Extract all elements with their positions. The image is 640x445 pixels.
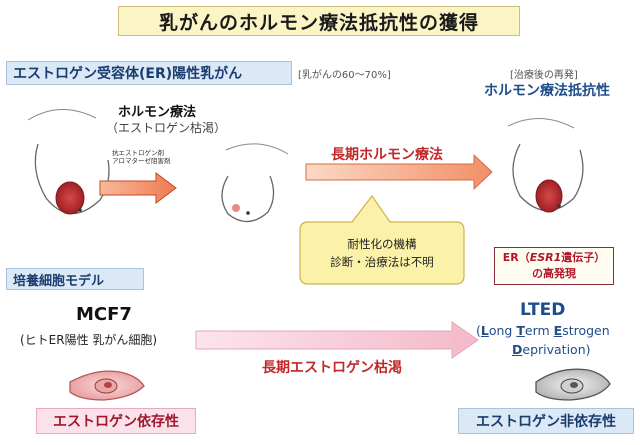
esr1-gene-name: ESR1 xyxy=(529,251,562,264)
drug-label-anti-estrogen: 抗エストロゲン剤 xyxy=(112,149,164,157)
hormone-therapy-subtitle: （エストロゲン枯渇） xyxy=(106,121,227,135)
culture-model-label: 培養細胞モデル xyxy=(6,268,144,290)
breast-illustration-treated xyxy=(221,143,289,223)
esr1-line-1: ER（ESR1遺伝子） xyxy=(495,250,613,266)
estrogen-independent-text: エストロゲン非依存性 xyxy=(476,414,616,430)
lted-expansion-line-1: (Long Term Estrogen xyxy=(476,323,610,338)
tumor-large-initial xyxy=(55,181,85,215)
hormone-therapy-title: ホルモン療法 xyxy=(118,105,197,120)
lted-expansion-line-2: Deprivation) xyxy=(512,342,591,357)
lted-name: LTED xyxy=(520,300,566,320)
breast-illustration-recurrence xyxy=(507,117,584,213)
slide-title-text: 乳がんのホルモン療法抵抗性の獲得 xyxy=(158,11,479,34)
estrogen-independent-box: エストロゲン非依存性 xyxy=(458,408,634,434)
culture-model-label-text: 培養細胞モデル xyxy=(13,273,105,289)
esr1-suffix: 遺伝子） xyxy=(561,251,606,264)
mcf7-description: (ヒトER陽性 乳がん細胞) xyxy=(20,333,158,347)
arrow-estrogen-deprivation xyxy=(195,321,479,359)
lted-cell-illustration xyxy=(535,368,611,401)
er-positive-label: エストロゲン受容体(ER)陽性乳がん xyxy=(6,61,292,85)
er-positive-label-text: エストロゲン受容体(ER)陽性乳がん xyxy=(13,66,243,82)
er-share-note: [乳がんの60～70%] xyxy=(298,70,391,81)
esr1-overexpression-box: ER（ESR1遺伝子） の高発現 xyxy=(494,247,614,285)
arrow-long-therapy xyxy=(305,153,493,191)
estrogen-dependent-box: エストロゲン依存性 xyxy=(36,408,196,434)
lted-word-erm: erm xyxy=(524,323,554,338)
slide-title: 乳がんのホルモン療法抵抗性の獲得 xyxy=(118,6,520,36)
estrogen-dependent-text: エストロゲン依存性 xyxy=(53,414,179,430)
callout-line-2: 診断・治療法は不明 xyxy=(330,255,434,269)
resistance-title: ホルモン療法抵抗性 xyxy=(484,83,610,99)
tumor-shrunk xyxy=(232,204,240,212)
mechanism-callout xyxy=(299,194,465,285)
tumor-recurrent xyxy=(535,179,563,213)
callout-line-1: 耐性化の機構 xyxy=(347,237,417,251)
drug-label-aromatase: アロマターゼ阻害剤 xyxy=(112,157,171,165)
lted-word-eprivation: eprivation) xyxy=(522,342,591,357)
breast-illustration-initial xyxy=(27,109,110,215)
mcf7-cell-illustration xyxy=(69,370,145,401)
lted-word-ong: ong xyxy=(488,323,517,338)
long-hormone-therapy-label: 長期ホルモン療法 xyxy=(331,147,443,163)
mcf7-name: MCF7 xyxy=(76,304,132,325)
esr1-prefix: ER（ xyxy=(502,251,530,264)
lted-letter-t: T xyxy=(516,323,525,338)
recurrence-note: [治療後の再発] xyxy=(510,70,578,81)
long-estrogen-deprivation-label: 長期エストロゲン枯渇 xyxy=(262,360,402,376)
lted-letter-d: D xyxy=(512,342,523,357)
lted-letter-e: E xyxy=(553,323,563,338)
lted-word-strogen: strogen xyxy=(562,323,610,338)
esr1-line-2: の高発現 xyxy=(532,267,576,280)
lted-paren: ( xyxy=(476,323,481,338)
lted-letter-l: L xyxy=(480,323,489,338)
arrow-short-therapy xyxy=(99,172,177,204)
